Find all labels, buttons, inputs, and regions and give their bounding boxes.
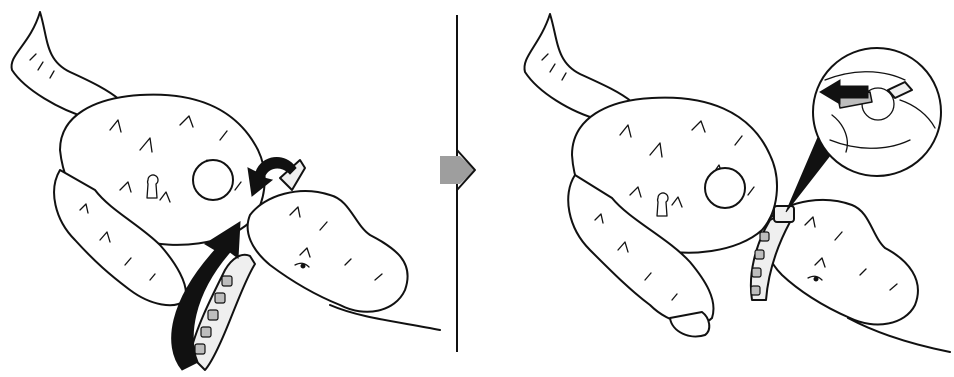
head bbox=[248, 191, 408, 312]
step-1-panel bbox=[12, 12, 440, 370]
step-arrow bbox=[440, 156, 475, 184]
body-port-circle bbox=[705, 168, 745, 208]
body-port-circle bbox=[193, 160, 233, 200]
step-2-panel bbox=[524, 14, 950, 352]
buckle bbox=[774, 206, 794, 222]
